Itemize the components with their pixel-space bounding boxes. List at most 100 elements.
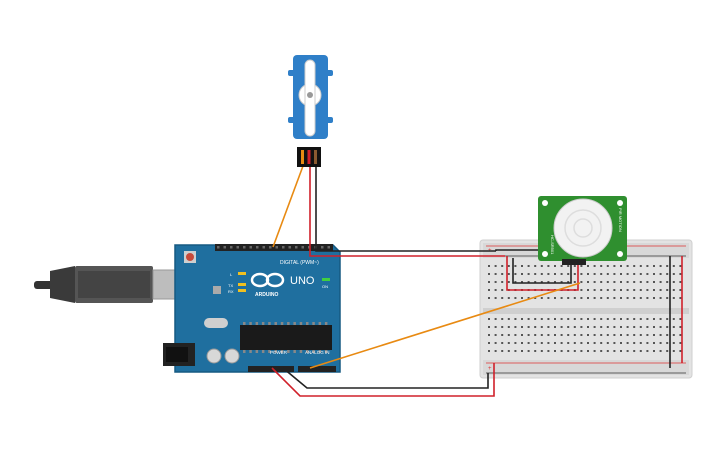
pin-hole [666,326,669,328]
pin-hole [494,265,497,267]
power-header [248,366,294,372]
pin-hole [679,318,682,320]
pin-hole [527,281,530,283]
pin-hole [507,334,510,336]
pin-hole [547,334,550,336]
analog-header [298,366,336,372]
pin-hole [560,350,563,352]
pin-hole [547,342,550,344]
pin-hole [501,334,504,336]
pin-hole [633,289,636,291]
pin-hole [672,297,675,299]
pin-hole [639,334,642,336]
pin-hole [620,273,622,275]
pin-hole [547,350,550,352]
pin-hole [567,265,570,267]
pin-hole [587,265,589,267]
pin-hole [666,318,669,320]
pin-hole [593,334,596,336]
pin-hole [573,265,576,267]
pin-hole [606,342,609,344]
pin-hole [633,273,636,275]
pin-hole [580,326,583,328]
pin-hole [593,289,596,291]
breadboard: + + [479,239,693,379]
pin-hole [488,297,490,299]
pin-hole [560,281,563,283]
pin-hole [560,297,563,299]
pin-hole [507,281,510,283]
pin-hole [666,334,669,336]
pin-hole [547,318,550,320]
pin-hole [653,342,655,344]
pin-hole [514,297,517,299]
model-text: UNO [290,275,315,287]
pin-hole [514,342,517,344]
pin-hole [521,342,523,344]
pin-hole [243,246,246,249]
pin-hole [501,273,504,275]
pin-hole [672,326,675,328]
pin-hole [521,350,523,352]
pin-hole [306,350,309,353]
pin-hole [501,326,504,328]
pin-hole [312,350,315,353]
pin-hole [666,297,669,299]
pin-hole [620,281,622,283]
pin-hole [646,326,649,328]
wires [271,165,683,397]
pin-hole [249,322,252,325]
pin-hole [540,326,543,328]
pin-hole [554,273,556,275]
pin-hole [606,350,609,352]
pin-hole [554,297,556,299]
pin-hole [534,297,537,299]
digital-header [215,244,333,251]
pin-hole [587,281,589,283]
pin-hole [540,334,543,336]
pin-hole [540,297,543,299]
pin-hole [666,289,669,291]
pin-hole [573,334,576,336]
crystal [204,318,228,328]
pin-hole [639,297,642,299]
pin-hole [653,350,655,352]
pin-hole [639,318,642,320]
pin-hole [540,350,543,352]
led-label-l: L [230,272,233,277]
pin-hole [280,350,284,353]
pin-hole [646,342,649,344]
led-label-tx: TX [228,283,233,288]
pin-hole [488,281,490,283]
pin-hole [501,297,504,299]
pin-hole [534,334,537,336]
pin-hole [587,273,589,275]
pin-hole [659,297,662,299]
pin-hole [501,281,504,283]
pin-hole [653,334,655,336]
pin-hole [679,326,682,328]
pin-hole [318,350,322,353]
pin-hole [560,334,563,336]
pin-hole [606,297,609,299]
pin-hole [287,322,290,325]
pin-hole [521,326,523,328]
pin-hole [593,342,596,344]
pin-hole [293,350,296,353]
pin-hole [633,265,636,267]
pin-hole [494,326,497,328]
pin-hole [540,281,543,283]
pin-hole [560,273,563,275]
pin-hole [223,246,226,249]
pin-hole [527,265,530,267]
pin-hole [620,289,622,291]
pin-hole [295,246,298,249]
pin-hole [653,273,655,275]
pin-hole [626,281,629,283]
pin-hole [653,297,655,299]
pin-hole [646,318,649,320]
pin-hole [268,350,271,353]
pin-hole [613,289,616,291]
pin-hole [280,322,284,325]
pin-hole [534,318,537,320]
